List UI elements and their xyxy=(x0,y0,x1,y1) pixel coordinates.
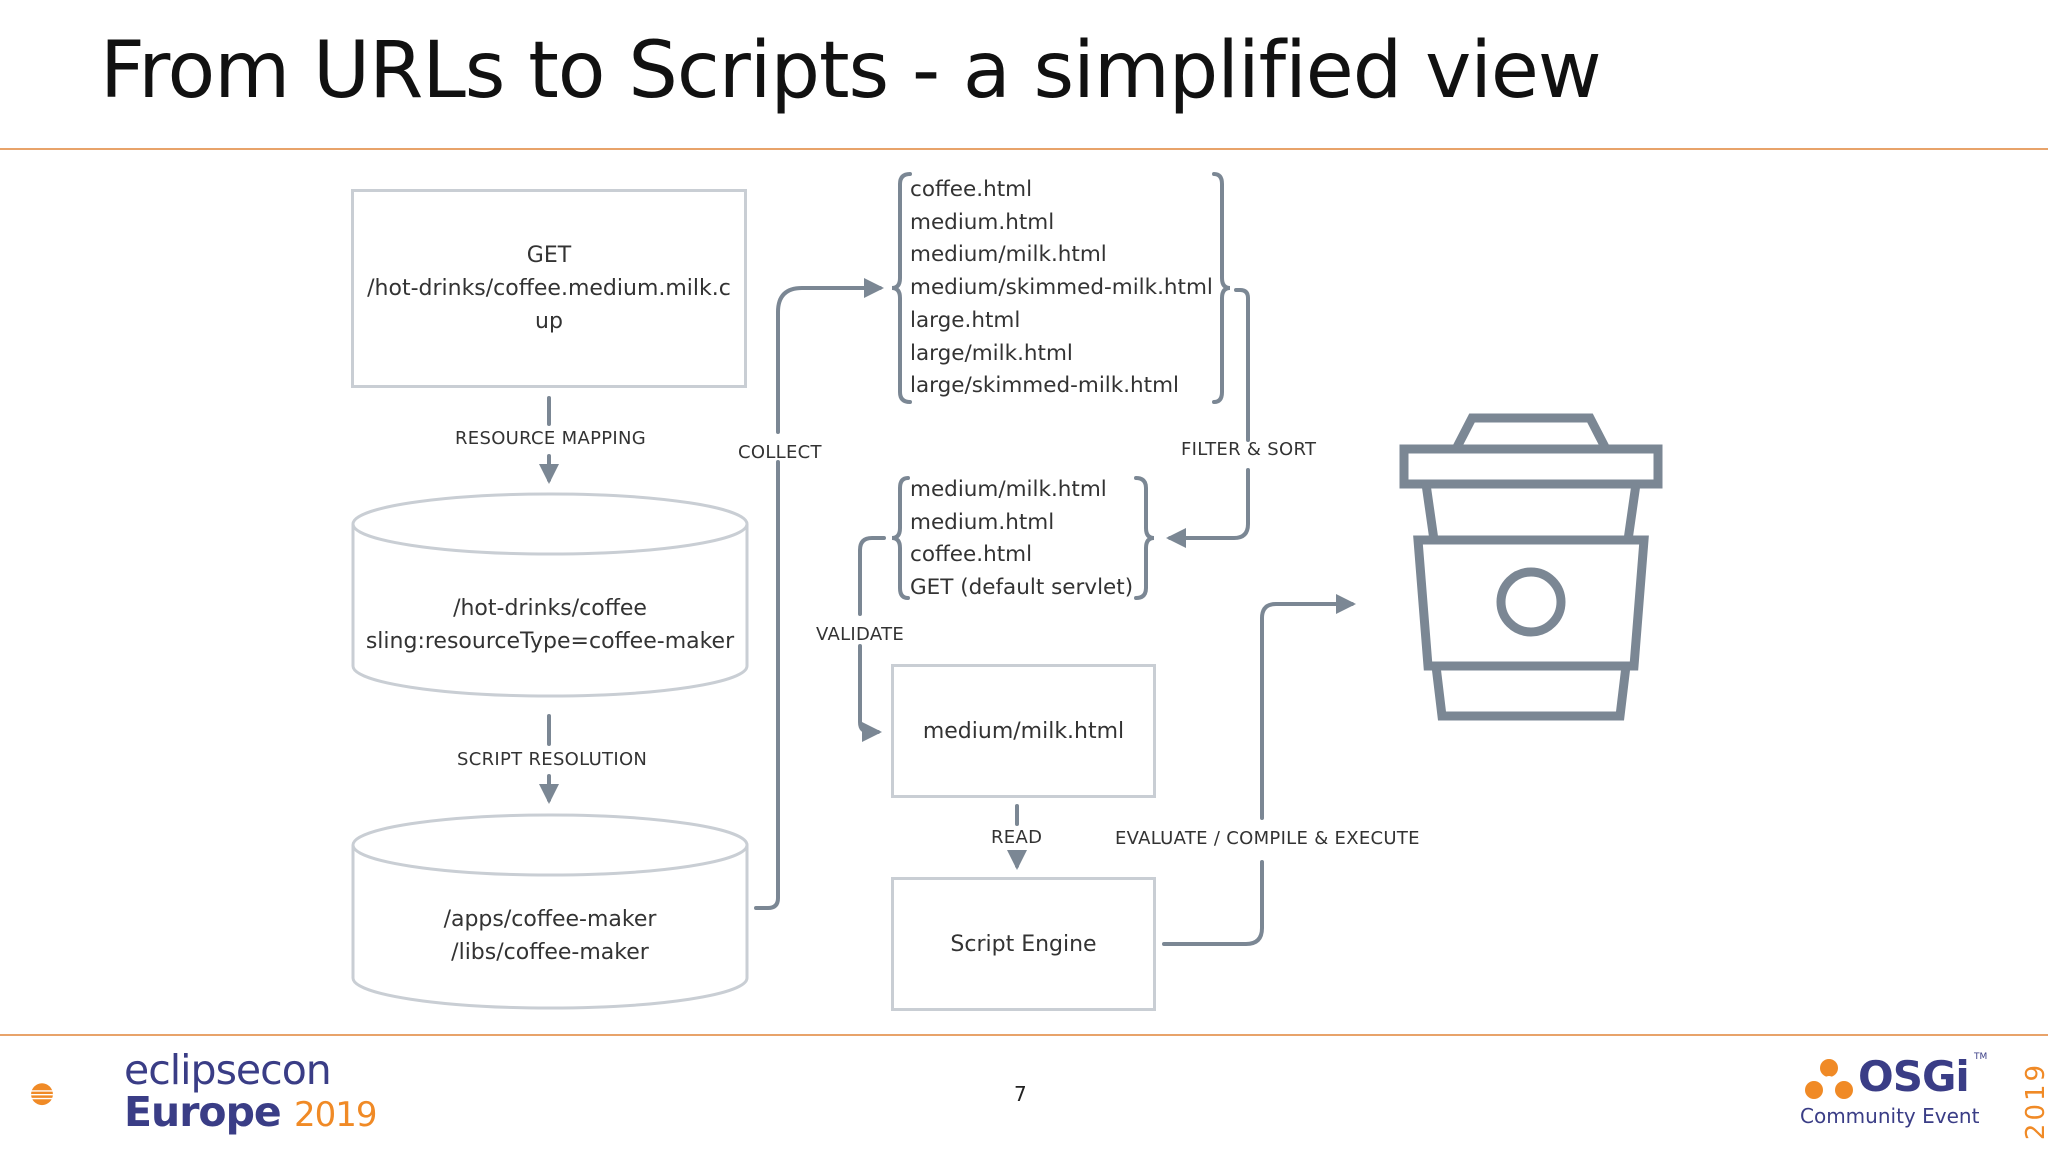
request-line-3: up xyxy=(535,309,563,334)
list-item: coffee.html xyxy=(910,542,1033,568)
list-item: medium/skimmed-milk.html xyxy=(910,275,1213,301)
validate-label: VALIDATE xyxy=(816,624,905,645)
collected-scripts-list: coffee.html medium.html medium/milk.html… xyxy=(910,174,1213,403)
search-path-apps: /apps/coffee-maker xyxy=(443,907,657,932)
footer-divider xyxy=(0,1034,2048,1036)
search-path-text: /apps/coffee-maker /libs/coffee-maker xyxy=(353,903,747,969)
osgi-year: 2019 xyxy=(2021,1061,2048,1141)
eclipsecon-year: 2019 xyxy=(294,1095,378,1135)
request-line-2: /hot-drinks/coffee.medium.milk.c xyxy=(367,276,731,301)
script-engine-box: Script Engine xyxy=(891,877,1156,1011)
request-box: GET /hot-drinks/coffee.medium.milk.c up xyxy=(351,189,747,388)
resource-text: /hot-drinks/coffee sling:resourceType=co… xyxy=(353,592,747,658)
list-item: large.html xyxy=(910,307,1021,333)
selected-script-box: medium/milk.html xyxy=(891,664,1156,798)
osgi-wordmark: OSGi xyxy=(1858,1052,1970,1101)
coffee-cup-icon xyxy=(1399,413,1663,721)
list-item: coffee.html xyxy=(910,177,1033,202)
collect-line-lower xyxy=(754,460,780,910)
collected-brace-right xyxy=(1212,172,1231,404)
sorted-brace-right xyxy=(1134,476,1155,600)
request-line-1: GET xyxy=(526,243,572,268)
validate-line-upper xyxy=(858,536,886,616)
sorted-brace-left xyxy=(891,476,910,600)
page-number: 7 xyxy=(1014,1082,1027,1106)
script-engine-label: Script Engine xyxy=(950,931,1097,957)
list-item: medium/milk.html xyxy=(910,242,1107,268)
list-item: medium.html xyxy=(910,509,1055,535)
title-divider xyxy=(0,148,2048,150)
list-item: medium/milk.html xyxy=(910,477,1107,502)
resource-mapping-label: RESOURCE MAPPING xyxy=(455,428,646,449)
validate-arrow xyxy=(858,644,882,742)
evaluate-line-lower xyxy=(1162,860,1264,946)
selected-script: medium/milk.html xyxy=(922,718,1125,744)
list-item: large/milk.html xyxy=(910,340,1073,366)
eclipsecon-europe-word: Europe xyxy=(124,1088,282,1136)
osgi-trademark: TM xyxy=(1974,1052,1988,1062)
read-label: READ xyxy=(991,827,1043,848)
osgi-subtitle: Community Event xyxy=(1800,1104,1980,1128)
script-resolution-label: SCRIPT RESOLUTION xyxy=(457,749,648,770)
filter-sort-arrow xyxy=(1166,468,1250,548)
eclipsecon-europe: Europe 2019 xyxy=(124,1088,378,1136)
resource-type: sling:resourceType=coffee-maker xyxy=(365,629,735,654)
evaluate-arrow xyxy=(1260,594,1356,820)
osgi-logo-icon xyxy=(1805,1059,1853,1099)
list-item: large/skimmed-milk.html xyxy=(910,373,1180,399)
filter-sort-line-upper xyxy=(1234,288,1250,442)
filter-sort-label: FILTER & SORT xyxy=(1181,439,1317,460)
list-item: medium.html xyxy=(910,209,1055,235)
resource-cylinder xyxy=(351,492,749,698)
search-path-libs: /libs/coffee-maker xyxy=(451,940,649,965)
collected-brace-left xyxy=(891,172,912,404)
search-path-cylinder xyxy=(351,813,749,1010)
collect-label: COLLECT xyxy=(738,442,822,463)
eclipsecon-wordmark: eclipsecon xyxy=(124,1046,332,1094)
evaluate-label: EVALUATE / COMPILE & EXECUTE xyxy=(1115,828,1420,849)
list-item: GET (default servlet) xyxy=(910,575,1134,601)
collect-line-upper xyxy=(776,278,884,434)
resource-path: /hot-drinks/coffee xyxy=(453,596,647,621)
slide-title: From URLs to Scripts - a simplified view xyxy=(100,26,1602,116)
eclipsecon-logo-icon xyxy=(31,1083,53,1106)
sorted-scripts-list: medium/milk.html medium.html coffee.html… xyxy=(910,474,1133,605)
